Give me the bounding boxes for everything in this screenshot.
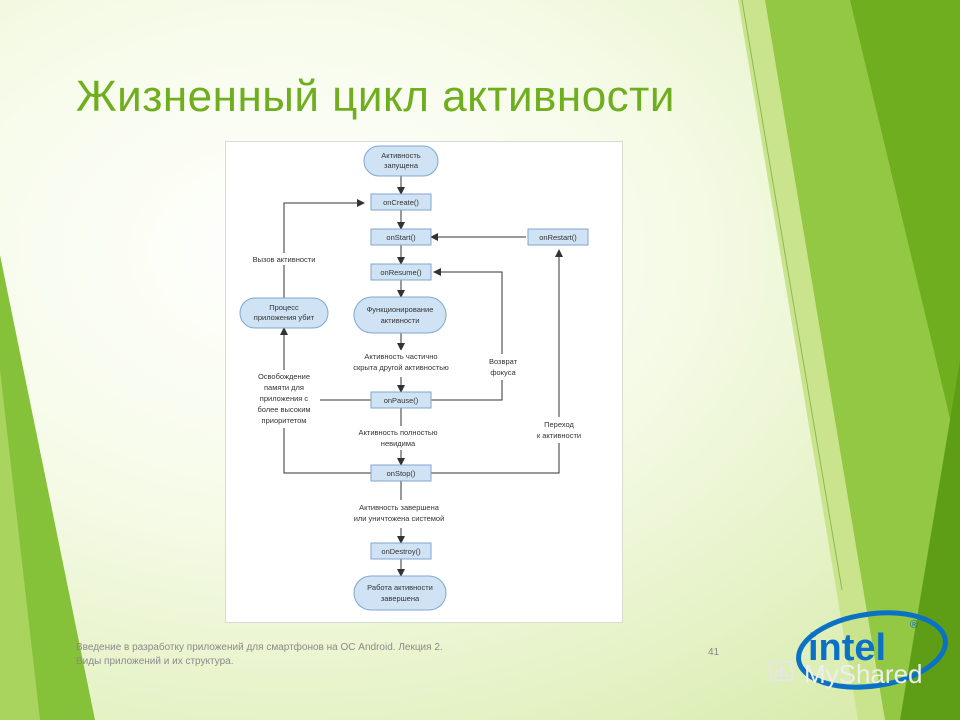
svg-text:Активность частично: Активность частично — [364, 352, 437, 361]
label-partially-hidden: Активность частично скрыта другой активн… — [346, 350, 458, 377]
node-on-create: onCreate() — [370, 193, 432, 211]
svg-text:onDestroy(): onDestroy() — [381, 547, 421, 556]
svg-text:приоритетом: приоритетом — [262, 416, 307, 425]
edge-stop-to-restart — [431, 249, 563, 474]
slide-title: Жизненный цикл активности — [76, 72, 675, 121]
lifecycle-diagram: Активность запущена onCreate() onStart()… — [239, 145, 590, 611]
svg-text:Активность завершена: Активность завершена — [359, 503, 440, 512]
node-on-resume: onResume() — [370, 263, 432, 281]
svg-text:или уничтожена системой: или уничтожена системой — [354, 514, 445, 523]
intel-swoosh-icon — [796, 610, 948, 690]
svg-text:Функционирование: Функционирование — [367, 305, 434, 314]
footer-line-2: Виды приложений и их структура. — [76, 656, 234, 667]
node-activity-running: Функционирование активности — [353, 296, 447, 334]
label-focus-return: Возврат фокуса — [482, 354, 524, 380]
svg-text:запущена: запущена — [384, 161, 419, 170]
intel-logo: intel ® MyShared — [769, 610, 948, 690]
svg-text:скрыта другой активностью: скрыта другой активностью — [353, 363, 449, 372]
svg-text:Процесс: Процесс — [269, 303, 299, 312]
svg-text:Активность полностью: Активность полностью — [359, 428, 438, 437]
bg-right-top-triangle — [850, 0, 960, 460]
label-go-to-activity: Переход к активности — [528, 417, 590, 443]
node-on-pause: onPause() — [370, 391, 432, 409]
slide-footer: Введение в разработку приложений для сма… — [76, 641, 526, 669]
svg-text:onResume(): onResume() — [380, 268, 422, 277]
node-on-restart: onRestart() — [527, 228, 589, 246]
node-on-start: onStart() — [370, 228, 432, 246]
svg-text:Переход: Переход — [544, 420, 574, 429]
lifecycle-diagram-frame: Активность запущена onCreate() onStart()… — [225, 141, 623, 623]
bg-left-stripe-light — [0, 370, 40, 720]
label-call-activity: Вызов активности — [244, 253, 324, 265]
node-on-destroy: onDestroy() — [370, 542, 432, 560]
footer-line-1: Введение в разработку приложений для сма… — [76, 642, 443, 653]
node-activity-started: Активность запущена — [363, 145, 439, 177]
intel-brand-text: intel — [808, 627, 886, 669]
svg-text:более высоким: более высоким — [257, 405, 310, 414]
label-memory-release: Освобождение памяти для приложения с бол… — [248, 370, 320, 428]
node-activity-finished: Работа активности завершена — [353, 575, 447, 611]
page-number: 41 — [708, 647, 720, 658]
svg-text:приложения с: приложения с — [260, 394, 309, 403]
svg-text:Освобождение: Освобождение — [258, 372, 310, 381]
svg-text:фокуса: фокуса — [490, 368, 516, 377]
svg-text:onStop(): onStop() — [387, 469, 416, 478]
edge-killed-to-create — [283, 199, 365, 298]
node-process-killed: Процесс приложения убит — [239, 297, 329, 329]
svg-text:onRestart(): onRestart() — [539, 233, 577, 242]
edge-stop-to-killed — [283, 428, 371, 474]
svg-text:Работа активности: Работа активности — [367, 583, 433, 592]
edge-pause-to-resume — [431, 268, 503, 401]
bg-right-bottom-triangle — [900, 360, 960, 720]
svg-text:Активность: Активность — [381, 151, 420, 160]
svg-text:onCreate(): onCreate() — [383, 198, 419, 207]
registered-mark: ® — [910, 619, 918, 631]
label-fully-invisible: Активность полностью невидима — [344, 426, 458, 450]
svg-text:невидима: невидима — [381, 439, 416, 448]
svg-text:завершена: завершена — [381, 594, 420, 603]
svg-text:приложения убит: приложения убит — [254, 313, 315, 322]
svg-text:Возврат: Возврат — [489, 357, 518, 366]
svg-text:onStart(): onStart() — [386, 233, 416, 242]
myshared-icon — [769, 661, 793, 681]
svg-text:Вызов активности: Вызов активности — [253, 255, 316, 264]
svg-text:к активности: к активности — [537, 431, 581, 440]
myshared-watermark-text: MyShared — [804, 659, 923, 689]
svg-text:активности: активности — [381, 316, 420, 325]
svg-text:onPause(): onPause() — [384, 396, 419, 405]
bg-thin-line — [741, 0, 843, 591]
node-on-stop: onStop() — [370, 464, 432, 482]
label-finished-or-destroyed: Активность завершена или уничтожена сист… — [334, 500, 470, 528]
svg-text:памяти для: памяти для — [264, 383, 304, 392]
